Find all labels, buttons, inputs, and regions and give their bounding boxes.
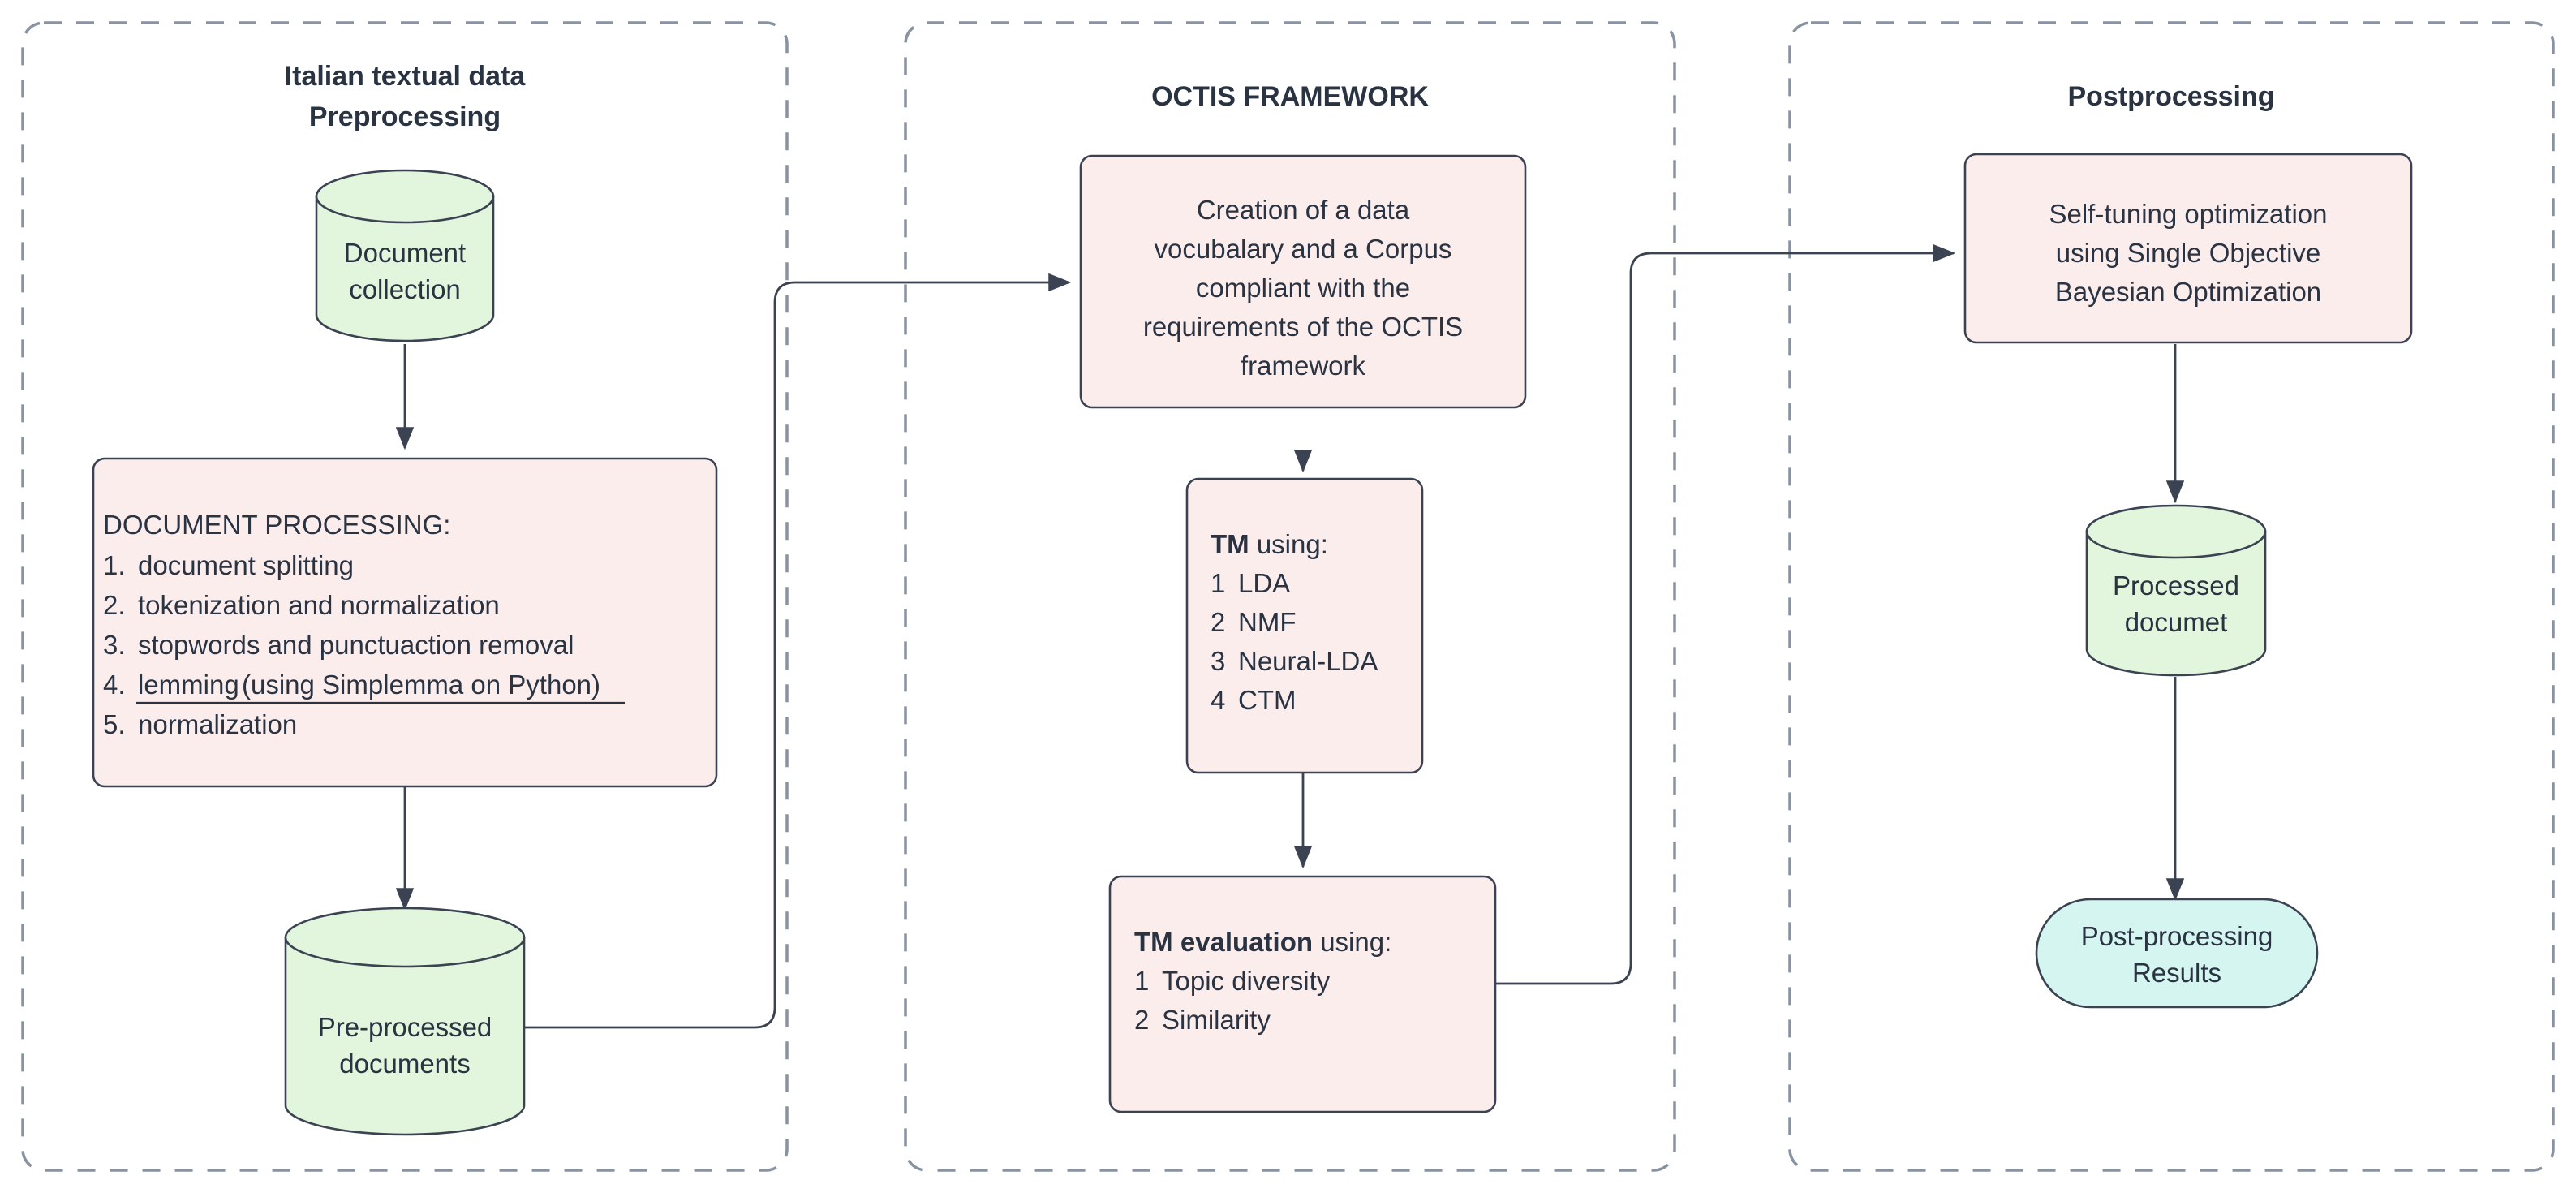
- node-document-processing-item-4-text: lemming: [138, 670, 239, 700]
- node-tm-models-item-2-num: 2: [1211, 607, 1225, 637]
- node-creation-corpus-line2: vocubalary and a Corpus: [1155, 234, 1452, 264]
- node-tm-models-item-1-text: LDA: [1238, 568, 1290, 598]
- group-title-postprocessing: Postprocessing: [2067, 81, 2274, 112]
- node-creation-corpus-line1: Creation of a data: [1197, 195, 1410, 225]
- node-document-processing-item-1-text: document splitting: [138, 550, 354, 580]
- node-self-tuning[interactable]: Self-tuning optimization using Single Ob…: [1963, 153, 2413, 344]
- node-preprocessed-documents[interactable]: Pre-processed documents: [284, 907, 526, 1136]
- node-tm-evaluation[interactable]: TM evaluation using: 1 Topic diversity 2…: [1108, 875, 1497, 1113]
- node-self-tuning-line2: using Single Objective: [2056, 238, 2321, 268]
- group-frame-preprocessing: Italian textual data Preprocessing: [21, 21, 789, 1172]
- node-document-processing[interactable]: DOCUMENT PROCESSING: 1. document splitti…: [92, 457, 718, 788]
- node-document-collection[interactable]: Document collection: [315, 169, 495, 342]
- node-tm-models-item-4-num: 4: [1211, 685, 1225, 715]
- node-preprocessed-documents-line1: Pre-processed: [318, 1012, 492, 1042]
- node-document-processing-item-3-text: stopwords and punctuaction removal: [138, 630, 574, 660]
- edge-tm-evaluation-to-self-tuning: [1495, 243, 1956, 985]
- node-tm-evaluation-item-2-text: Similarity: [1162, 1005, 1271, 1035]
- node-self-tuning-line1: Self-tuning optimization: [2049, 199, 2327, 229]
- node-document-processing-item-2-text: tokenization and normalization: [138, 590, 500, 620]
- node-postprocessing-results-line2: Results: [2132, 958, 2221, 988]
- node-document-processing-item-3-num: 3.: [103, 630, 126, 660]
- node-tm-evaluation-heading-rest: using:: [1313, 927, 1391, 957]
- node-document-processing-item-2-num: 2.: [103, 590, 126, 620]
- node-creation-corpus[interactable]: Creation of a data vocubalary and a Corp…: [1079, 154, 1527, 409]
- node-self-tuning-line3: Bayesian Optimization: [2055, 277, 2321, 307]
- node-document-processing-item-4-note: (using Simplemma on Python): [242, 670, 600, 700]
- node-tm-evaluation-item-1-text: Topic diversity: [1162, 966, 1331, 996]
- node-preprocessed-documents-line2: documents: [339, 1049, 470, 1079]
- node-tm-evaluation-heading-bold: TM evaluation: [1134, 927, 1313, 957]
- node-document-processing-heading: DOCUMENT PROCESSING:: [103, 510, 450, 540]
- node-creation-corpus-line5: framework: [1241, 351, 1366, 381]
- node-tm-models-item-3-text: Neural-LDA: [1238, 646, 1378, 676]
- group-title-preprocessing-line1: Italian textual data: [285, 61, 527, 92]
- node-tm-models[interactable]: TM using: 1 LDA 2 NMF 3 Neural-LDA 4 CTM: [1185, 477, 1424, 774]
- node-document-processing-item-4-num: 4.: [103, 670, 126, 700]
- node-document-collection-line2: collection: [349, 274, 461, 304]
- group-title-preprocessing-line2: Preprocessing: [309, 101, 501, 132]
- group-frame-octis: OCTIS FRAMEWORK: [904, 21, 1676, 1172]
- node-creation-corpus-line4: requirements of the OCTIS: [1143, 312, 1463, 342]
- node-postprocessing-results-line1: Post-processing: [2081, 921, 2273, 951]
- node-document-processing-item-5-text: normalization: [138, 709, 297, 739]
- node-tm-models-item-2-text: NMF: [1238, 607, 1296, 637]
- node-document-collection-line1: Document: [344, 238, 466, 268]
- node-postprocessing-results[interactable]: Post-processing Results: [2035, 898, 2319, 1009]
- node-tm-evaluation-item-1-num: 1: [1134, 966, 1149, 996]
- node-document-processing-item-1-num: 1.: [103, 550, 126, 580]
- group-frame-postprocessing: Postprocessing: [1788, 21, 2555, 1172]
- node-tm-evaluation-item-2-num: 2: [1134, 1005, 1149, 1035]
- node-processed-document-line2: documet: [2125, 607, 2228, 637]
- node-tm-models-item-3-num: 3: [1211, 646, 1225, 676]
- node-tm-models-heading-rest: using:: [1249, 529, 1328, 559]
- node-tm-models-heading-bold: TM: [1211, 529, 1249, 559]
- node-document-processing-item-5-num: 5.: [103, 709, 126, 739]
- node-tm-models-item-4-text: CTM: [1238, 685, 1296, 715]
- node-tm-models-item-1-num: 1: [1211, 568, 1225, 598]
- node-processed-document-line1: Processed: [2113, 571, 2239, 601]
- group-title-octis: OCTIS FRAMEWORK: [1151, 81, 1429, 112]
- node-creation-corpus-line3: compliant with the: [1196, 273, 1410, 303]
- node-tm-evaluation-heading: TM evaluation using:: [1134, 927, 1391, 957]
- node-tm-models-heading: TM using:: [1211, 529, 1328, 559]
- node-processed-document[interactable]: Processed documet: [2085, 504, 2267, 677]
- edge-preprocessed-documents-to-creation: [524, 273, 1072, 1029]
